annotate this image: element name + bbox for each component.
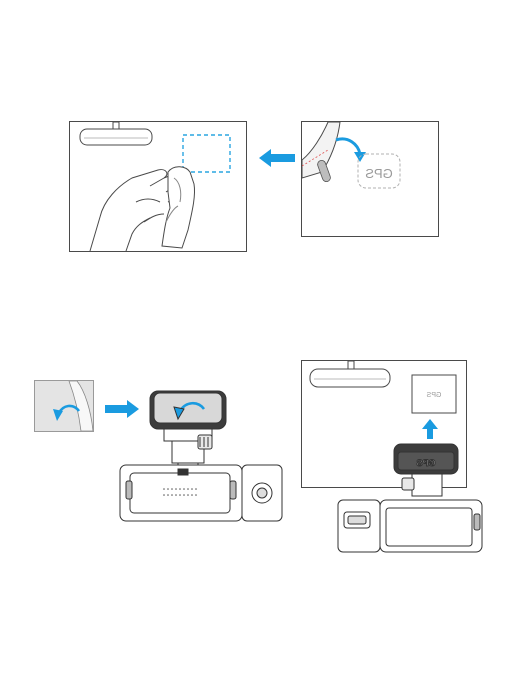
gps-label-mirrored: GPS <box>365 166 393 181</box>
dashcam-mount-illustration <box>118 385 288 525</box>
pad-peel-panel <box>34 380 94 432</box>
windshield-cleaning-panel <box>69 121 247 252</box>
rearview-mirror-icon <box>310 361 390 387</box>
mounted-dashcam-illustration: GPS <box>336 440 486 554</box>
peel-film-panel: GPS <box>301 121 439 237</box>
gps-target-area <box>183 135 230 172</box>
arrow-up-icon <box>422 419 438 439</box>
pad-peel-illustration <box>35 381 93 431</box>
gps-mount <box>150 391 226 473</box>
arrow-left-icon <box>259 148 295 168</box>
peel-film-illustration: GPS <box>302 122 438 236</box>
gps-mount: GPS <box>394 444 458 496</box>
hand-with-cloth-icon <box>90 167 195 251</box>
mount-gps-label: GPS <box>416 458 435 468</box>
dashcam-body <box>120 465 282 521</box>
dashcam-body <box>338 500 482 552</box>
peel-arrow-icon <box>336 139 360 154</box>
gps-sticker-label: GPS <box>426 392 441 399</box>
rearview-mirror-icon <box>80 122 152 145</box>
windshield-cleaning-illustration <box>70 122 246 251</box>
